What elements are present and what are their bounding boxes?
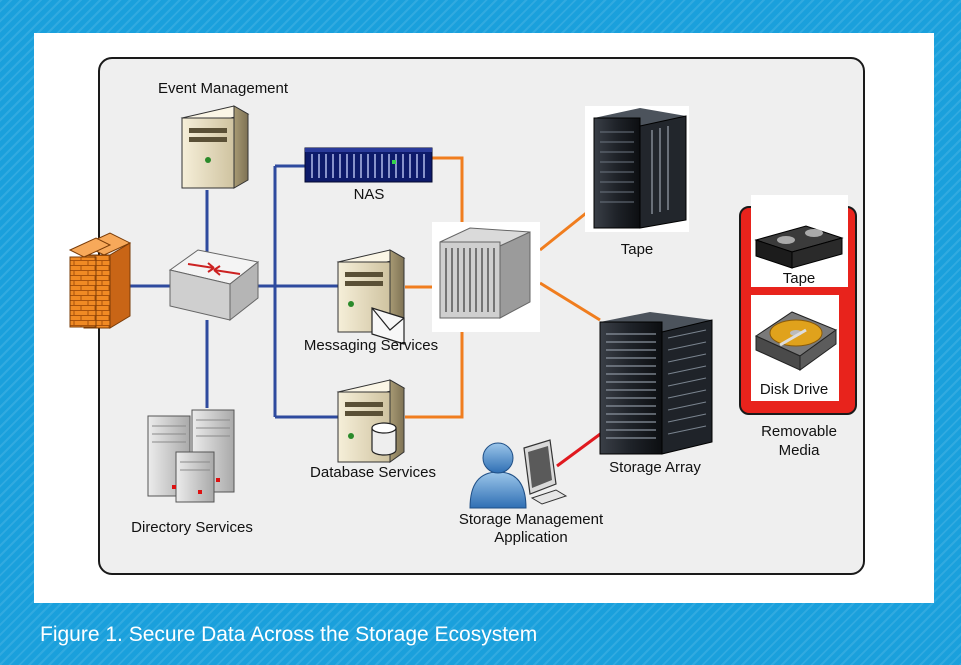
- tape-library-icon: [585, 106, 689, 232]
- directory-services-servers-icon: [147, 409, 235, 503]
- tape-library-label: Tape: [620, 241, 654, 258]
- storage-array-label: Storage Array: [609, 459, 701, 476]
- messaging-server-icon: [336, 249, 406, 345]
- link-san-storage-array: [539, 281, 601, 322]
- messaging-services-label: Messaging Services: [303, 337, 439, 354]
- link-management-storage-array: [556, 430, 604, 468]
- envelope-icon: [371, 307, 405, 345]
- storage-management-label-line2: Application: [494, 529, 568, 546]
- san-director-icon: [432, 222, 540, 332]
- event-management-server-icon: [180, 105, 250, 189]
- tape-cartridge-icon: [754, 225, 844, 269]
- removable-tape-label: Tape: [782, 270, 816, 287]
- monitor-icon: [523, 439, 568, 505]
- storage-management-label-line1: Storage Management: [458, 511, 604, 528]
- san-links: [405, 156, 601, 419]
- figure-caption: Figure 1. Secure Data Across the Storage…: [40, 623, 538, 646]
- storage-array-icon: [599, 312, 713, 455]
- lan-links: [130, 164, 338, 419]
- removable-media-label-line1: Removable: [761, 423, 837, 440]
- disk-drive-label: Disk Drive: [759, 381, 829, 398]
- directory-services-label: Directory Services: [131, 519, 253, 536]
- link-nas-san: [432, 156, 464, 232]
- network-switch-icon: [168, 249, 260, 322]
- storage-management-user-icon: [469, 442, 527, 509]
- firewall-icon: [68, 232, 132, 329]
- link-san-tape: [539, 208, 591, 252]
- nas-label: NAS: [353, 186, 385, 203]
- database-server-icon: [336, 379, 406, 463]
- link-database-san: [405, 330, 464, 419]
- hard-disk-drive-icon: [754, 311, 838, 371]
- nas-device-icon: [304, 147, 433, 183]
- event-management-label: Event Management: [157, 80, 289, 97]
- removable-media-label-line2: Media: [778, 442, 820, 459]
- database-cylinder-icon: [371, 422, 397, 456]
- database-services-label: Database Services: [310, 464, 436, 481]
